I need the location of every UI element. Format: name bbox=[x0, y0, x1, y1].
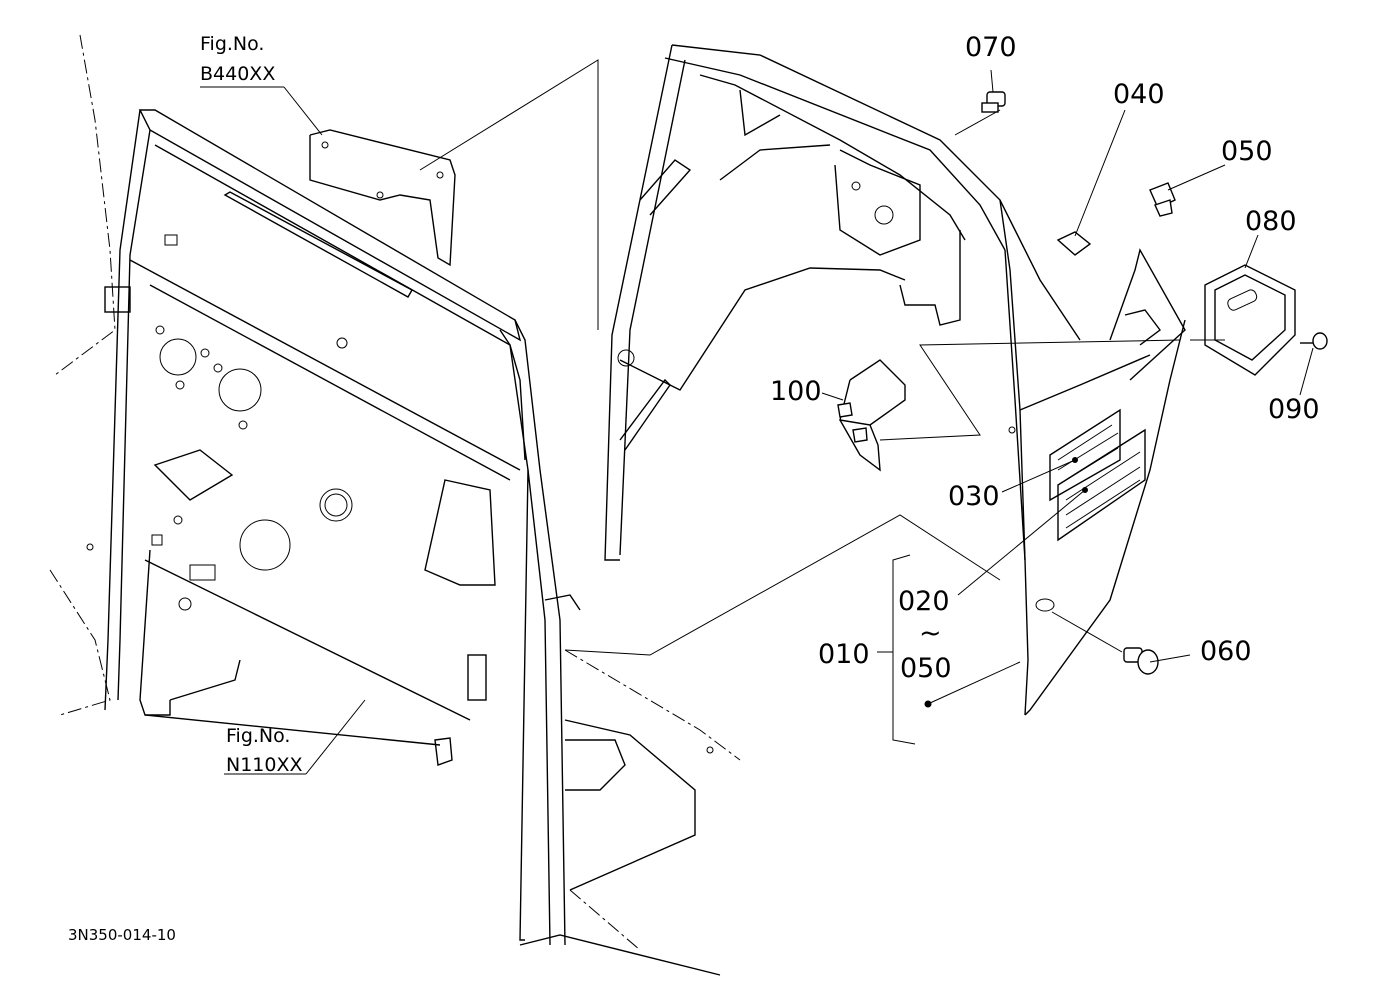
clip-050 bbox=[1149, 182, 1176, 217]
fig-ref-b440-line2: B440XX bbox=[200, 63, 275, 85]
part-label-100: 100 bbox=[770, 376, 822, 407]
rear-panel-assembly bbox=[49, 34, 741, 976]
fig-ref-n110-line2: N110XX bbox=[226, 754, 303, 776]
bracket-100 bbox=[837, 359, 906, 472]
fig-ref-n110-line1: Fig.No. bbox=[226, 725, 290, 747]
part-label-060: 060 bbox=[1200, 636, 1252, 667]
hood-front-frame bbox=[604, 44, 1186, 716]
part-label-020: 020 bbox=[898, 586, 950, 617]
part-label-080: 080 bbox=[1245, 206, 1297, 237]
part-label-030: 030 bbox=[948, 481, 1000, 512]
fig-ref-b440-line1: Fig.No. bbox=[200, 33, 264, 55]
leader-lines bbox=[200, 59, 1314, 775]
part-label-090: 090 bbox=[1268, 394, 1320, 425]
lamp-080 bbox=[1204, 264, 1296, 376]
clip-nut-040 bbox=[1056, 231, 1092, 256]
range-end-label: 050 bbox=[900, 653, 952, 684]
part-label-040: 040 bbox=[1113, 79, 1165, 110]
range-separator: ~ bbox=[919, 618, 942, 649]
bolt-060 bbox=[1123, 647, 1159, 675]
part-label-010: 010 bbox=[818, 639, 870, 670]
part-label-070: 070 bbox=[965, 32, 1017, 63]
bolt-070 bbox=[981, 91, 1006, 113]
part-label-050: 050 bbox=[1221, 136, 1273, 167]
drawing-code: 3N350-014-10 bbox=[68, 926, 176, 944]
screw-090 bbox=[1300, 332, 1328, 350]
